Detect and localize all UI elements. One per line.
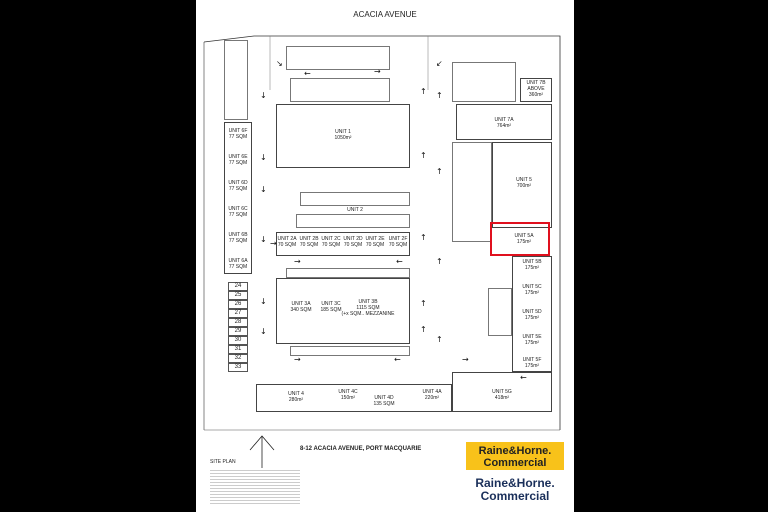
unit-5 [492, 142, 552, 228]
parking-bays-unit-3 [286, 268, 410, 278]
parking-number: 25 [228, 291, 248, 300]
plan-notes [210, 468, 300, 504]
left-arrow-icon: ← [520, 373, 527, 382]
small-units-top [290, 78, 390, 102]
down-arrow-icon: ↓ [260, 235, 267, 244]
site-address: 8-12 ACACIA AVENUE, PORT MACQUARIE [300, 446, 422, 452]
up-arrow-icon: ↑ [436, 257, 443, 266]
parking-bays-unit-2 [300, 192, 410, 206]
down-right-arrow-icon: ↘ [276, 59, 283, 68]
parking-numbers-list: 24 25 26 27 28 29 30 31 32 33 [228, 282, 248, 372]
parking-bays-unit-5 [452, 142, 492, 242]
up-arrow-icon: ↑ [420, 299, 427, 308]
parking-number: 28 [228, 318, 248, 327]
parking-bays-left [224, 40, 248, 120]
up-arrow-icon: ↑ [420, 233, 427, 242]
unit-6-block [224, 122, 252, 274]
unit-5a-highlight [490, 222, 550, 256]
unit-3-block [276, 278, 410, 344]
unit-4-row [256, 384, 452, 412]
unit-2-row [276, 232, 410, 256]
down-left-arrow-icon: ↙ [436, 59, 443, 68]
parking-number: 30 [228, 336, 248, 345]
left-arrow-icon: ← [304, 69, 311, 78]
unit-2-label: UNIT 2 [347, 207, 363, 213]
parking-number: 27 [228, 309, 248, 318]
up-arrow-icon: ↑ [436, 167, 443, 176]
down-arrow-icon: ↓ [260, 91, 267, 100]
site-plan-sheet [196, 0, 574, 512]
down-arrow-icon: ↓ [260, 185, 267, 194]
parking-bays-below-unit-3 [290, 346, 410, 356]
parking-number: 26 [228, 300, 248, 309]
unit-5-column [512, 256, 552, 372]
parking-number: 32 [228, 354, 248, 363]
right-arrow-icon: → [294, 257, 301, 266]
parking-number: 31 [228, 345, 248, 354]
parking-bays-top [286, 46, 390, 70]
up-arrow-icon: ↑ [436, 335, 443, 344]
unit-5g [452, 372, 552, 412]
parking-number: 29 [228, 327, 248, 336]
up-arrow-icon: ↑ [420, 87, 427, 96]
down-arrow-icon: ↓ [260, 327, 267, 336]
left-arrow-icon: ← [396, 257, 403, 266]
office-bays-unit-5 [488, 288, 512, 336]
right-arrow-icon: → [294, 355, 301, 364]
parking-number: 33 [228, 363, 248, 372]
right-arrow-icon: → [374, 67, 381, 76]
parking-bays-unit-2-lower [296, 214, 410, 228]
unit-7a [456, 104, 552, 140]
up-arrow-icon: ↑ [420, 325, 427, 334]
unit-7b [520, 78, 552, 102]
brand-logo-navy: Raine&Horne. Commercial [466, 473, 564, 503]
right-arrow-icon: → [270, 239, 277, 248]
parking-number: 24 [228, 282, 248, 291]
parking-bays-unit-7 [452, 62, 516, 102]
down-arrow-icon: ↓ [260, 297, 267, 306]
site-plan-label: SITE PLAN [210, 459, 236, 465]
unit-1 [276, 104, 410, 168]
right-arrow-icon: → [462, 355, 469, 364]
street-name: ACACIA AVENUE [353, 10, 417, 19]
left-arrow-icon: ← [394, 355, 401, 364]
up-arrow-icon: ↑ [420, 151, 427, 160]
brand-logo-yellow: Raine&Horne. Commercial [466, 442, 564, 470]
down-arrow-icon: ↓ [260, 153, 267, 162]
up-arrow-icon: ↑ [436, 91, 443, 100]
